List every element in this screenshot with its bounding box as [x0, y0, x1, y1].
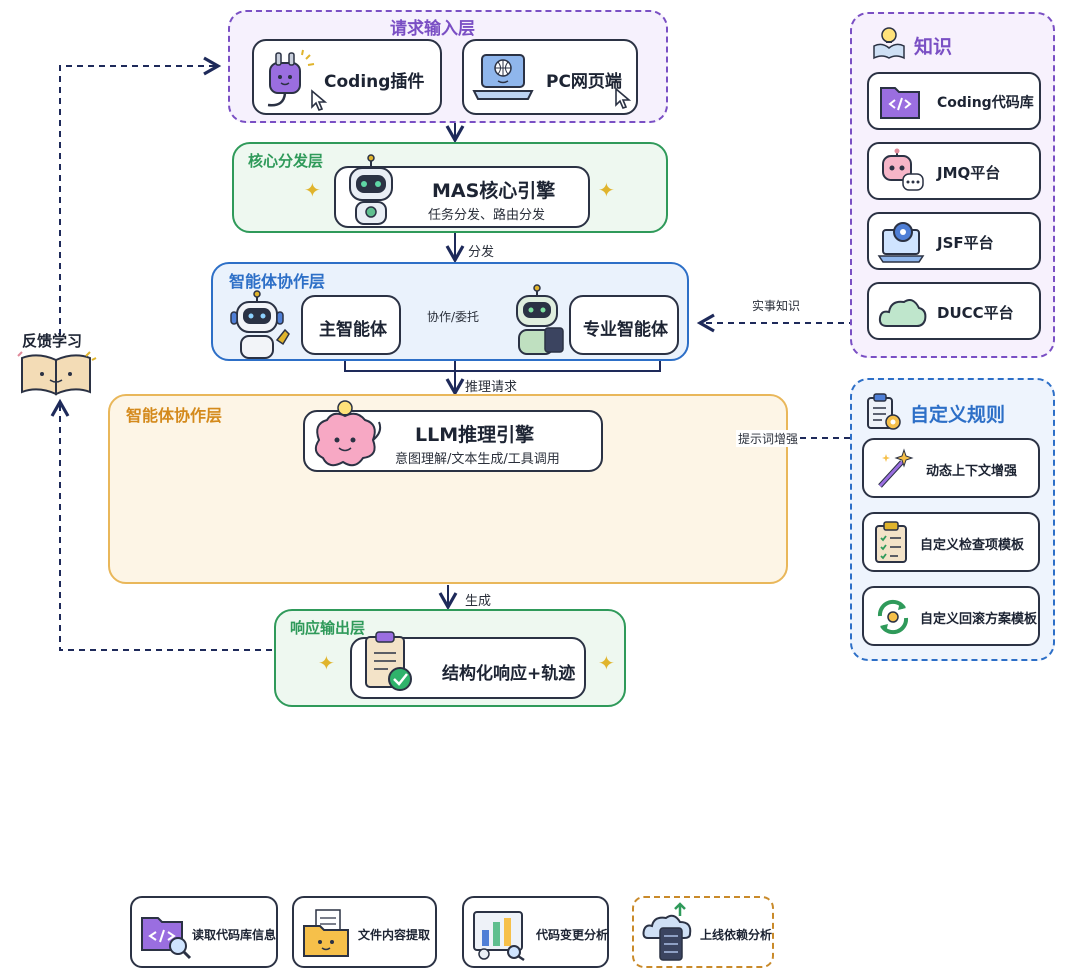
code-folder-search-icon	[141, 917, 192, 960]
mas-engine-card[interactable]: MAS核心引擎 任务分发、路由分发	[334, 154, 590, 228]
sparkle-icon: ✦	[304, 178, 321, 202]
tool-file-extract-label: 文件内容提取	[358, 928, 431, 942]
llm-engine-card[interactable]: LLM推理引擎 意图理解/文本生成/工具调用	[303, 400, 603, 472]
knowledge-item-label: Coding代码库	[937, 95, 1034, 111]
knowledge-item-coding-repo[interactable]: Coding代码库	[867, 72, 1041, 130]
rule-dynamic-context[interactable]: 动态上下文增强	[862, 438, 1040, 498]
knowledge-item-ducc[interactable]: DUCC平台	[867, 282, 1041, 340]
magic-wand-icon	[878, 448, 914, 488]
file-folder-icon	[303, 909, 349, 957]
coding-plugin-label: Coding插件	[324, 72, 425, 92]
main-agent-label: 主智能体	[319, 320, 387, 340]
open-book-icon	[17, 351, 97, 396]
special-agent-label: 专业智能体	[583, 320, 668, 340]
robot-chat-icon	[882, 148, 924, 191]
label-collab: 协作/委托	[427, 310, 480, 324]
layer-llm: 智能体协作层 LLM推理引擎 意图理解/文本生成/工具调用 读取代码库信息	[108, 394, 788, 968]
laptop-icon	[472, 54, 534, 100]
laptop-gear-icon	[877, 222, 925, 263]
coding-plugin-card[interactable]: Coding插件	[252, 39, 442, 115]
main-agent-card[interactable]: 主智能体	[301, 295, 401, 355]
rule-check-template[interactable]: 自定义检查项模板	[862, 512, 1040, 572]
robot-waving-icon	[230, 290, 290, 359]
mas-engine-label: MAS核心引擎	[432, 180, 556, 202]
rule-item-label: 自定义检查项模板	[920, 538, 1025, 553]
layer-output: 响应输出层 ✦ ✦ 结构化响应+轨迹	[274, 609, 626, 707]
rule-rollback-template[interactable]: 自定义回滚方案模板	[862, 586, 1040, 646]
layer-agent-title: 智能体协作层	[229, 272, 326, 291]
tool-read-repo[interactable]: 读取代码库信息	[130, 896, 278, 968]
sparkle-icon: ✦	[598, 178, 615, 202]
rule-item-label: 自定义回滚方案模板	[920, 612, 1038, 627]
layer-dispatch: 核心分发层 ✦ ✦ MAS核心引擎 任务分发、路由分发	[232, 142, 668, 233]
knowledge-title: 知识	[914, 36, 953, 58]
tool-file-extract[interactable]: 文件内容提取	[292, 896, 437, 968]
tool-code-change-label: 代码变更分析	[536, 928, 609, 942]
clipboard-gear-icon	[867, 393, 901, 430]
code-folder-icon	[880, 87, 920, 119]
rule-item-label: 动态上下文增强	[926, 464, 1018, 479]
sparkle-icon: ✦	[318, 651, 335, 675]
cloud-icon	[878, 299, 927, 327]
label-dispatch: 分发	[468, 245, 495, 260]
knowledge-item-jmq[interactable]: JMQ平台	[867, 142, 1041, 200]
label-prompt: 提示词增强	[736, 430, 801, 447]
cursor-icon	[615, 87, 632, 109]
chart-bars-icon	[473, 911, 525, 962]
checklist-icon	[875, 521, 907, 563]
layer-input-title: 请求输入层	[390, 19, 475, 39]
pc-web-label: PC网页端	[546, 72, 622, 92]
tool-release-deps[interactable]: 上线依赖分析	[632, 896, 774, 968]
knowledge-item-jsf[interactable]: JSF平台	[867, 212, 1041, 270]
llm-engine-label: LLM推理引擎	[415, 424, 535, 446]
mas-engine-sub: 任务分发、路由分发	[428, 208, 546, 223]
knowledge-item-label: DUCC平台	[937, 304, 1014, 322]
layer-output-title: 响应输出层	[290, 619, 366, 637]
layer-input: 请求输入层 Coding插件 PC网页端	[228, 10, 668, 123]
layer-dispatch-title: 核心分发层	[248, 152, 324, 170]
rules-title: 自定义规则	[910, 404, 1006, 426]
cloud-server-icon	[642, 902, 692, 961]
tool-read-repo-label: 读取代码库信息	[192, 928, 277, 942]
agent-merge-line	[344, 352, 661, 372]
structured-output-label: 结构化响应+轨迹	[442, 664, 576, 684]
plug-icon	[267, 49, 315, 107]
layer-llm-title: 智能体协作层	[126, 406, 223, 425]
knowledge-item-label: JSF平台	[937, 234, 994, 252]
pc-web-card[interactable]: PC网页端	[462, 39, 638, 115]
cursor-icon	[311, 89, 328, 111]
robot-icon	[349, 154, 393, 225]
tool-release-deps-label: 上线依赖分析	[700, 928, 773, 942]
brain-icon	[314, 400, 382, 467]
special-agent-card[interactable]: 专业智能体	[569, 295, 679, 355]
label-infer: 推理请求	[465, 380, 518, 395]
clipboard-check-icon	[365, 631, 412, 691]
feedback-line-bottom	[50, 398, 272, 651]
feedback-line-top	[59, 56, 222, 335]
label-facts: 实事知识	[752, 299, 801, 313]
label-generate: 生成	[465, 594, 492, 609]
llm-engine-sub: 意图理解/文本生成/工具调用	[395, 452, 560, 467]
structured-output-card[interactable]: 结构化响应+轨迹	[350, 631, 586, 699]
sparkle-icon: ✦	[598, 651, 615, 675]
feedback-label: 反馈学习	[22, 332, 83, 350]
knowledge-item-label: JMQ平台	[937, 164, 1001, 182]
layer-agent: 智能体协作层 主智能体 协作/委托 专业智能体	[211, 262, 689, 361]
book-lightbulb-icon	[873, 27, 905, 60]
refresh-gear-icon	[877, 599, 909, 635]
robot-tablet-icon	[516, 284, 564, 355]
tool-code-change[interactable]: 代码变更分析	[462, 896, 609, 968]
